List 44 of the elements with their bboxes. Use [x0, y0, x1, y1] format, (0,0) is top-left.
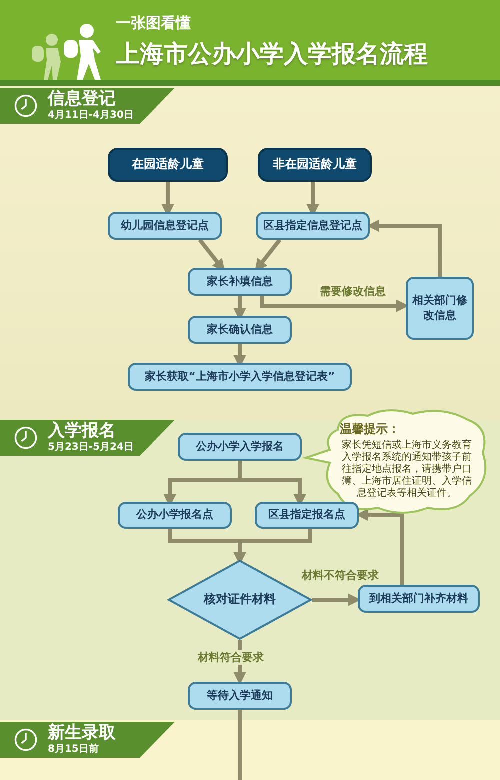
- phase-banner: [0, 420, 175, 456]
- node-label: 相关部门修改信息: [412, 294, 468, 323]
- connector-line: [238, 710, 242, 780]
- title: 上海市公办小学入学报名流程: [116, 39, 428, 70]
- phase-date: 5月23日-5月24日: [48, 440, 134, 454]
- process-box: [358, 585, 480, 613]
- process-box: [128, 363, 352, 391]
- node-label: 家长获取“上海市小学入学信息登记表”: [144, 370, 336, 384]
- node-label: 在园适龄儿童: [132, 157, 204, 173]
- phase-banner: [0, 88, 175, 124]
- start-box: [258, 148, 372, 182]
- tip-text: 家长凭短信或上海市义务教育入学报名系统的通知带孩子前往指定地点报名，请携带户口簿、上海市居住证明、入学信息登记表等相关证件。: [341, 440, 473, 500]
- process-box: [188, 682, 292, 710]
- edge-label: 材料符合要求: [196, 650, 266, 665]
- edge-label: 材料不符合要求: [300, 568, 381, 583]
- process-box: [108, 212, 222, 240]
- node-label: 公办小学入学报名: [196, 440, 284, 454]
- edge-label: 需要修改信息: [318, 284, 388, 299]
- tip-heading: 温馨提示：: [340, 422, 400, 438]
- node-label: 核对证件材料: [204, 592, 276, 608]
- phase-title: 信息登记: [48, 90, 116, 109]
- node-label: 区县指定报名点: [268, 508, 346, 523]
- phase-date: 4月11日-4月30日: [48, 108, 134, 122]
- node-label: 公办小学报名点: [136, 508, 214, 523]
- phase-title: 入学报名: [48, 422, 116, 441]
- process-box: [118, 502, 232, 529]
- phase-banner: [0, 722, 175, 758]
- process-box: [188, 316, 292, 344]
- node-label: 非在园适龄儿童: [273, 157, 357, 173]
- subtitle: 一张图看懂: [116, 14, 191, 33]
- process-box: [188, 268, 292, 296]
- phase-date: 8月15日前: [48, 742, 99, 756]
- phase-title: 新生录取: [48, 724, 116, 743]
- node-label: 区县指定信息登记点: [264, 218, 362, 234]
- node-label: 幼儿园信息登记点: [121, 218, 209, 234]
- node-label: 等待入学通知: [207, 688, 273, 704]
- node-label: 家长补填信息: [207, 274, 273, 290]
- start-box: [108, 148, 228, 182]
- node-label: 家长确认信息: [207, 322, 273, 338]
- node-label: 到相关部门补齐材料: [370, 592, 468, 606]
- process-box: [256, 212, 370, 240]
- process-box: [178, 433, 302, 461]
- process-box: [406, 277, 474, 340]
- process-box: [255, 502, 359, 529]
